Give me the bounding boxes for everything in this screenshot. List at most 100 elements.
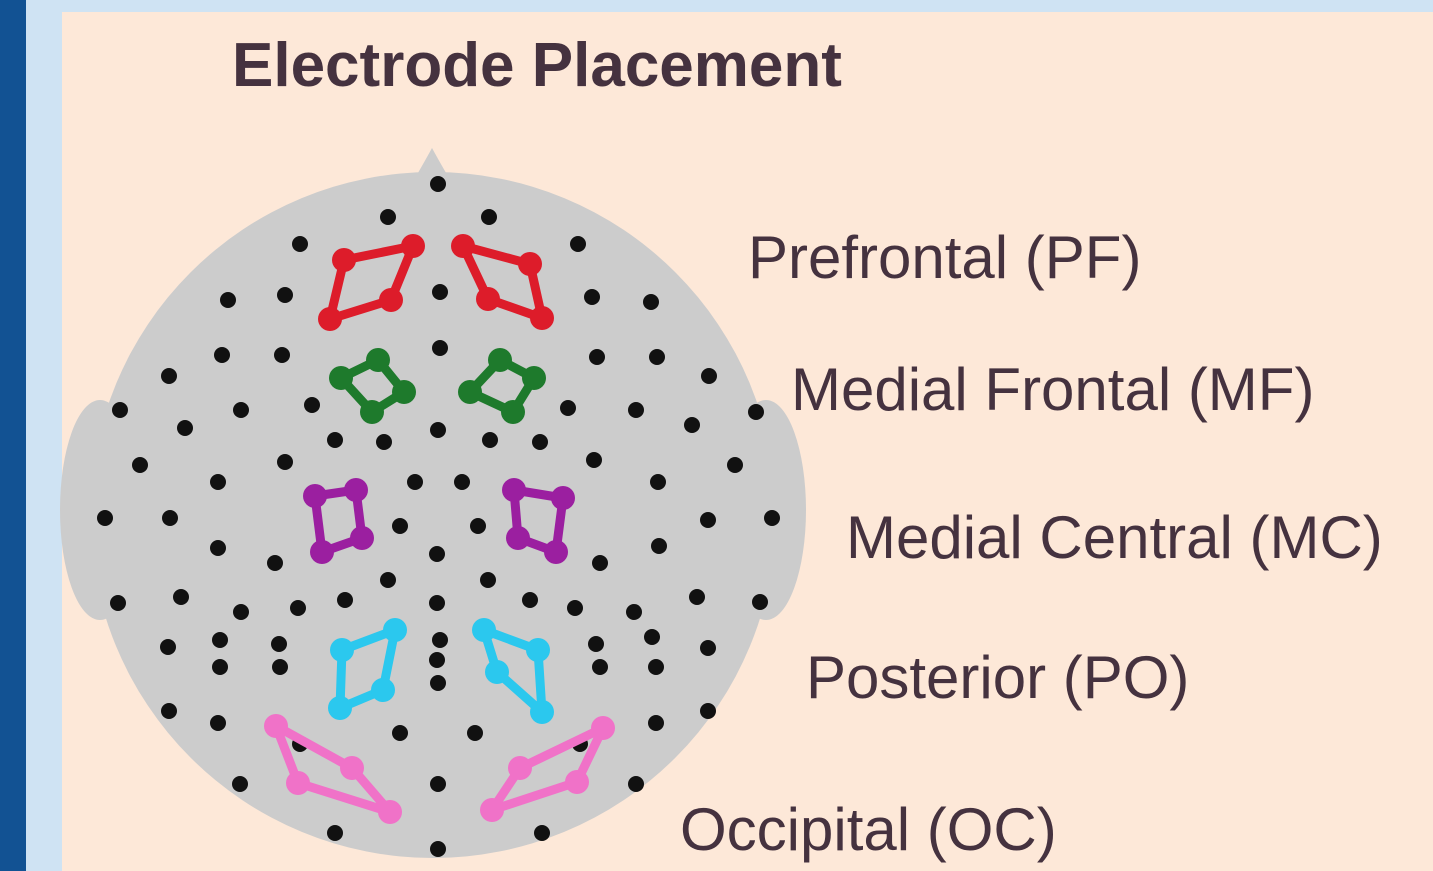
cluster-electrode xyxy=(378,800,402,824)
electrode-dot xyxy=(752,594,768,610)
electrode-dot xyxy=(210,540,226,556)
electrode-dot xyxy=(277,287,293,303)
label-medial-central: Medial Central (MC) xyxy=(846,508,1383,568)
electrode-dot xyxy=(392,518,408,534)
electrode-dot xyxy=(570,236,586,252)
cluster-electrode xyxy=(310,540,334,564)
electrode-dot xyxy=(589,349,605,365)
head-outline xyxy=(60,148,806,858)
cluster-electrode xyxy=(264,714,288,738)
electrode-dot xyxy=(649,349,665,365)
electrode-dot xyxy=(567,600,583,616)
cluster-electrode xyxy=(518,252,542,276)
electrode-dot xyxy=(689,589,705,605)
electrode-dot xyxy=(292,236,308,252)
electrode-dot xyxy=(429,546,445,562)
electrode-dot xyxy=(643,294,659,310)
cluster-electrode xyxy=(502,478,526,502)
electrode-dot xyxy=(700,703,716,719)
electrode-dot xyxy=(532,434,548,450)
label-prefrontal: Prefrontal (PF) xyxy=(748,228,1141,288)
cluster-electrode xyxy=(506,526,530,550)
cluster-electrode xyxy=(544,540,568,564)
electrode-dot xyxy=(327,432,343,448)
electrode-dot xyxy=(290,600,306,616)
electrode-dot xyxy=(584,289,600,305)
electrode-dot xyxy=(210,715,226,731)
electrode-dot xyxy=(210,474,226,490)
head-circle xyxy=(90,172,776,858)
cluster-electrode xyxy=(522,366,546,390)
cluster-electrode xyxy=(328,696,352,720)
electrode-dot xyxy=(700,640,716,656)
cluster-electrode xyxy=(401,234,425,258)
electrode-dot xyxy=(112,402,128,418)
electrode-dot xyxy=(560,400,576,416)
label-medial-frontal: Medial Frontal (MF) xyxy=(791,360,1314,420)
cluster-electrode xyxy=(332,248,356,272)
electrode-dot xyxy=(764,510,780,526)
cluster-electrode xyxy=(591,716,615,740)
electrode-dot xyxy=(700,512,716,528)
electrode-dot xyxy=(430,422,446,438)
electrode-dot xyxy=(376,434,392,450)
electrode-dot xyxy=(432,340,448,356)
cluster-electrode xyxy=(485,660,509,684)
cluster-electrode xyxy=(366,348,390,372)
electrode-dot xyxy=(430,675,446,691)
electrode-dot xyxy=(430,841,446,857)
cluster-electrode xyxy=(330,638,354,662)
cluster-electrode xyxy=(565,770,589,794)
electrode-dot xyxy=(467,725,483,741)
electrode-dot xyxy=(220,292,236,308)
electrode-dot xyxy=(162,510,178,526)
electrode-dot xyxy=(277,454,293,470)
cluster-electrode xyxy=(530,700,554,724)
electrode-dot xyxy=(430,176,446,192)
electrode-dot xyxy=(628,402,644,418)
cluster-electrode xyxy=(286,771,310,795)
electrode-dot xyxy=(650,474,666,490)
electrode-dot xyxy=(592,659,608,675)
cluster-electrode xyxy=(360,400,384,424)
cluster-electrode xyxy=(476,287,500,311)
electrode-dot xyxy=(97,510,113,526)
electrode-dot xyxy=(701,368,717,384)
electrode-dot xyxy=(429,595,445,611)
label-occipital: Occipital (OC) xyxy=(680,800,1057,860)
electrode-dot xyxy=(482,432,498,448)
electrode-dot xyxy=(522,592,538,608)
label-posterior: Posterior (PO) xyxy=(806,648,1189,708)
cluster-electrode xyxy=(340,756,364,780)
electrode-dot xyxy=(480,572,496,588)
electrode-dot xyxy=(432,632,448,648)
electrode-dot xyxy=(392,725,408,741)
electrode-dot xyxy=(177,420,193,436)
electrode-dot xyxy=(214,347,230,363)
cluster-electrode xyxy=(472,618,496,642)
electrode-dot xyxy=(110,595,126,611)
electrode-dot xyxy=(233,402,249,418)
cluster-electrode xyxy=(303,484,327,508)
electrode-dot xyxy=(380,209,396,225)
electrode-dot xyxy=(132,457,148,473)
cluster-electrode xyxy=(350,526,374,550)
cluster-electrode xyxy=(383,618,407,642)
cluster-electrode xyxy=(318,307,342,331)
electrode-dot xyxy=(233,604,249,620)
electrode-dot xyxy=(648,659,664,675)
electrode-dot xyxy=(272,659,288,675)
electrode-dot xyxy=(271,636,287,652)
cluster-electrode xyxy=(526,638,550,662)
electrode-dot xyxy=(274,347,290,363)
cluster-electrode xyxy=(501,400,525,424)
cluster-electrode xyxy=(458,380,482,404)
cluster-electrode xyxy=(530,306,554,330)
electrode-dot xyxy=(651,538,667,554)
electrode-dot xyxy=(748,404,764,420)
electrode-dot xyxy=(212,632,228,648)
electrode-dot xyxy=(470,518,486,534)
electrode-dot xyxy=(454,474,470,490)
electrode-dot xyxy=(337,592,353,608)
